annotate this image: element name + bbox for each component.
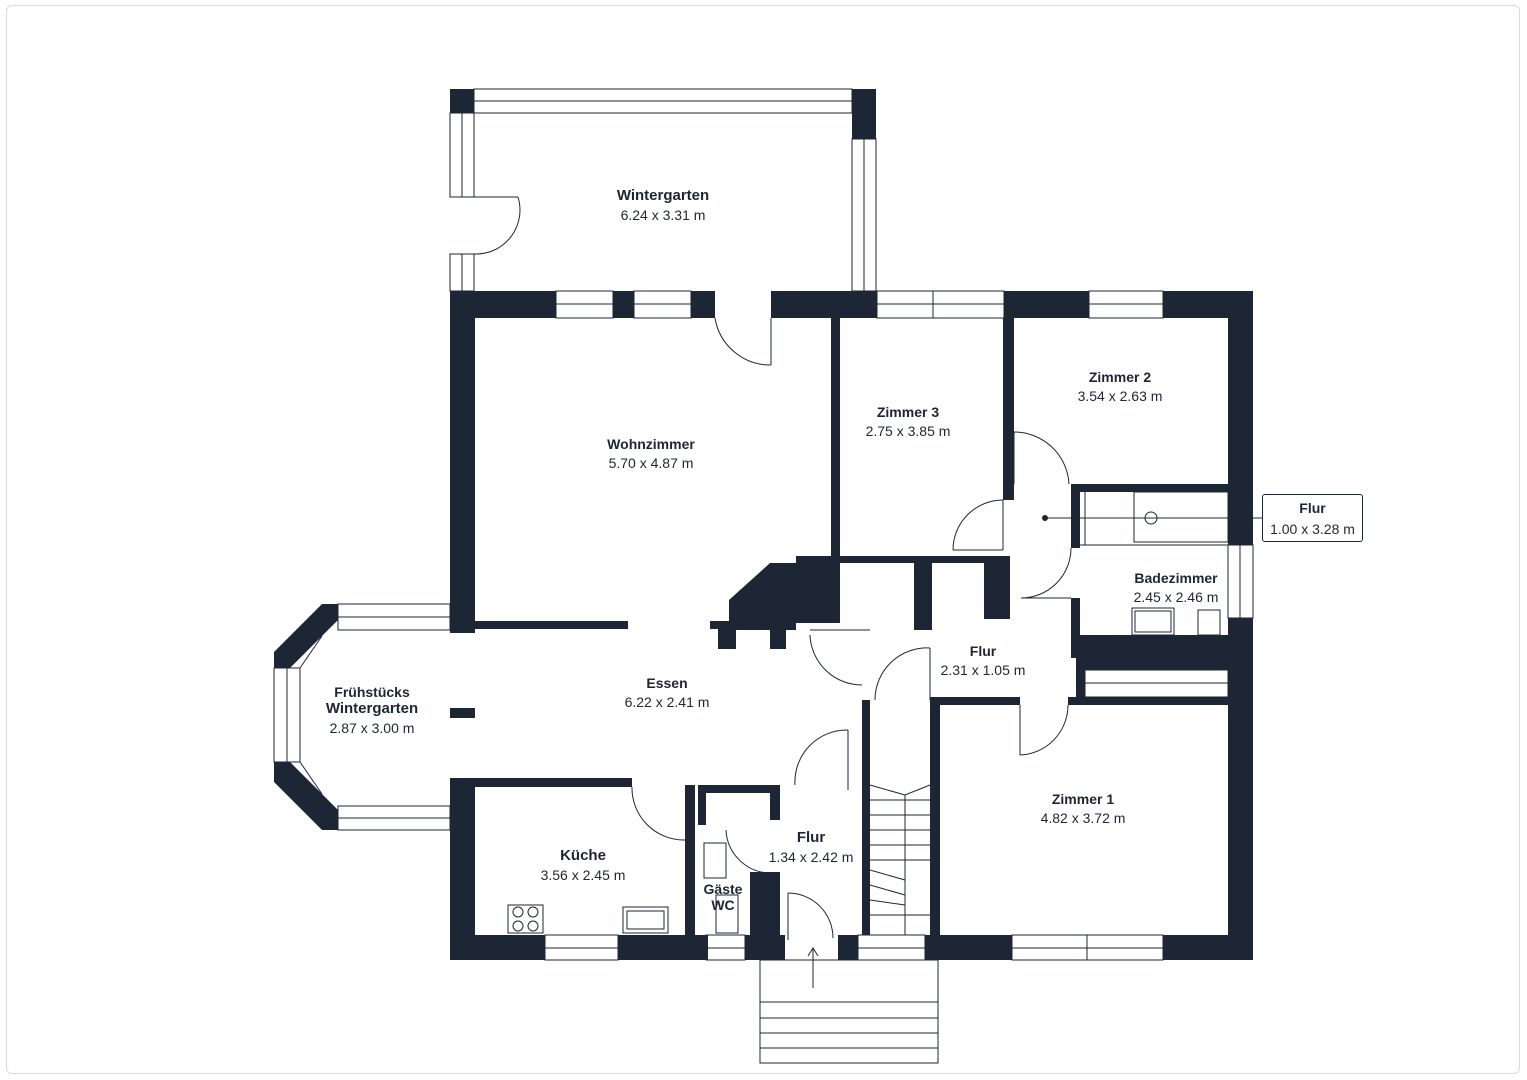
room-name: Wintergarten <box>616 187 710 204</box>
room-name: Küche <box>560 847 606 864</box>
room-wintergarten: Wintergarten 6.24 x 3.31 m <box>617 187 709 223</box>
room-dimensions: 4.82 x 3.72 m <box>1040 810 1126 827</box>
room-flur-entry: Flur 1.34 x 2.42 m <box>769 829 854 865</box>
thin-lines <box>273 88 1262 1064</box>
room-dimensions: 6.24 x 3.31 m <box>620 207 706 224</box>
room-dimensions: 1.34 x 2.42 m <box>768 849 854 866</box>
room-dimensions: 1.00 x 3.28 m <box>1270 521 1355 537</box>
room-flur-mid: Flur 2.31 x 1.05 m <box>941 643 1026 678</box>
room-dimensions: 2.87 x 3.00 m <box>329 720 415 737</box>
room-fruehstuecks-wintergarten: Frühstücks Wintergarten 2.87 x 3.00 m <box>326 684 418 736</box>
room-name: Flur <box>1299 500 1326 516</box>
room-zimmer-3: Zimmer 3 2.75 x 3.85 m <box>866 404 951 439</box>
room-name: Essen <box>646 675 688 691</box>
callout-anchor <box>1042 515 1048 521</box>
room-dimensions: 5.70 x 4.87 m <box>608 455 694 472</box>
walls <box>274 89 1253 960</box>
room-flur-callout: Flur 1.00 x 3.28 m <box>1262 494 1363 542</box>
room-name: Zimmer 3 <box>876 404 940 420</box>
room-zimmer-2: Zimmer 2 3.54 x 2.63 m <box>1078 369 1163 404</box>
room-name: Zimmer 2 <box>1088 369 1152 385</box>
room-name: Zimmer 1 <box>1051 791 1115 807</box>
room-gaeste-wc: Gäste WC <box>704 881 743 913</box>
room-badezimmer: Badezimmer 2.45 x 2.46 m <box>1134 570 1219 605</box>
room-dimensions: 2.45 x 2.46 m <box>1133 589 1219 606</box>
room-name: Flur <box>969 643 997 659</box>
page-frame <box>6 5 1520 1074</box>
room-name: Badezimmer <box>1134 570 1218 586</box>
room-name-line-1: Gäste <box>703 881 743 897</box>
room-essen: Essen 6.22 x 2.41 m <box>625 675 710 710</box>
room-zimmer-1: Zimmer 1 4.82 x 3.72 m <box>1041 791 1126 826</box>
room-name: Wohnzimmer <box>607 436 695 452</box>
room-dimensions: 3.56 x 2.45 m <box>540 867 626 884</box>
room-name-line-1: Frühstücks <box>334 684 410 700</box>
room-dimensions: 6.22 x 2.41 m <box>624 694 710 711</box>
room-name-line-2: WC <box>711 897 735 914</box>
room-kueche: Küche 3.56 x 2.45 m <box>541 847 626 883</box>
room-name-line-2: Wintergarten <box>325 700 419 718</box>
room-wohnzimmer: Wohnzimmer 5.70 x 4.87 m <box>607 436 695 471</box>
room-name: Flur <box>796 829 826 846</box>
room-dimensions: 2.75 x 3.85 m <box>865 423 951 440</box>
room-dimensions: 2.31 x 1.05 m <box>940 662 1026 679</box>
room-dimensions: 3.54 x 2.63 m <box>1077 388 1163 405</box>
